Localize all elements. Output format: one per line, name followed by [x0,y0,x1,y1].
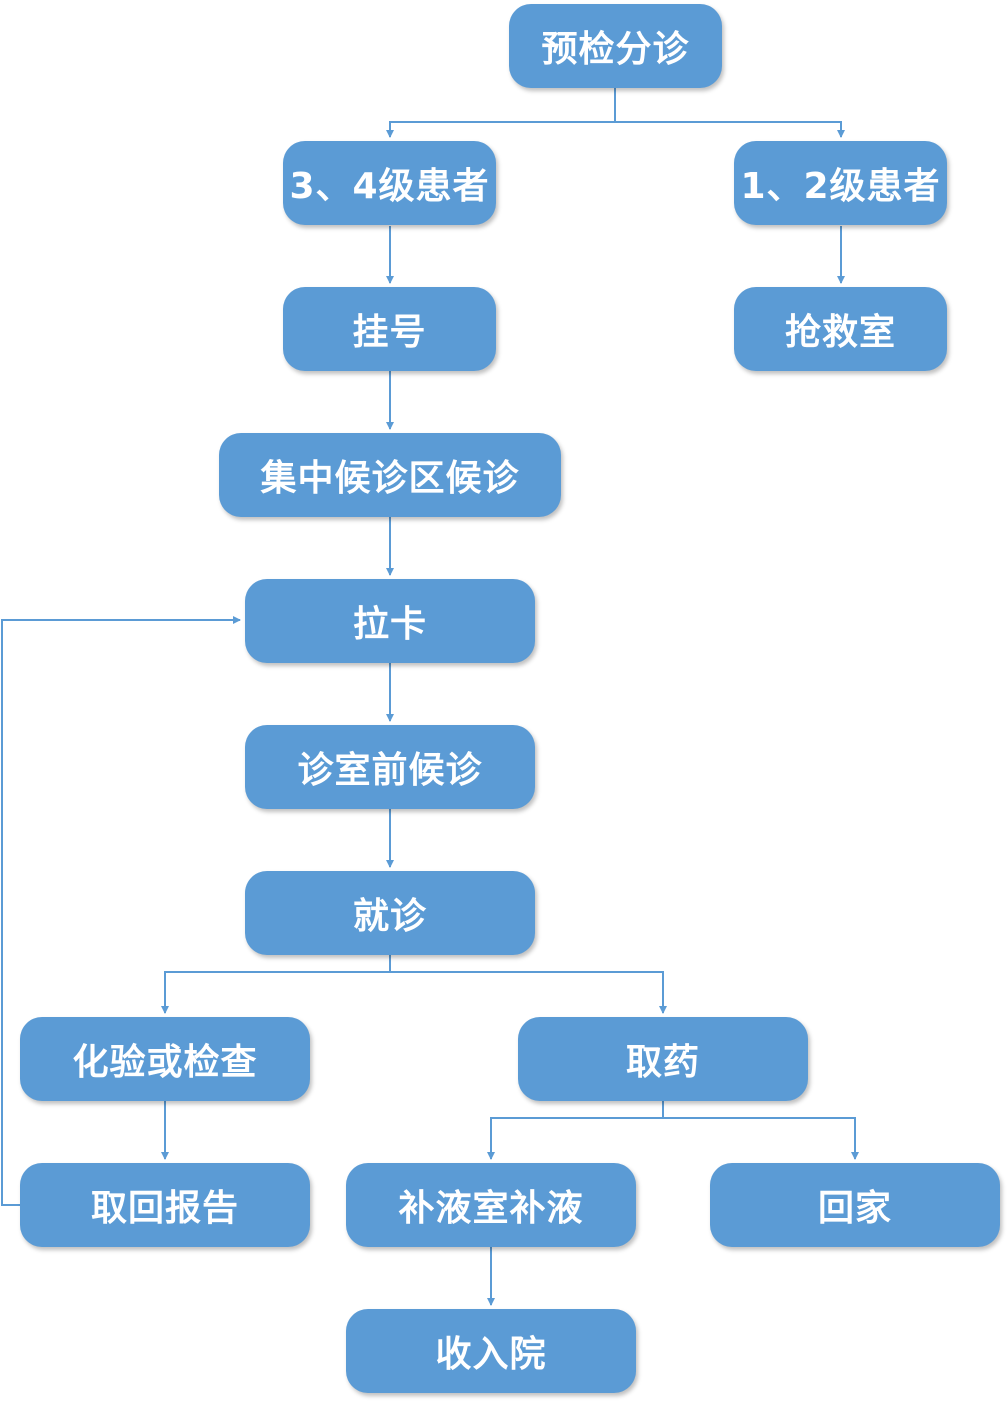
node-card: 拉卡 [245,579,535,663]
node-admit: 收入院 [346,1309,636,1393]
node-level34: 3、4级患者 [283,141,496,225]
edge-consult-to-medicine [390,971,667,1014]
edge-triage-split [386,88,616,138]
node-register: 挂号 [283,287,496,371]
edge-medicine-to-infusion [487,1101,664,1160]
node-report: 取回报告 [20,1163,310,1247]
edge-medicine-to-home [663,1117,859,1160]
node-medicine: 取药 [518,1017,808,1101]
node-lab: 化验或检查 [20,1017,310,1101]
node-home: 回家 [710,1163,1000,1247]
edge-report-to-card [1,616,241,1206]
node-rescue: 抢救室 [734,287,947,371]
node-waiting-area: 集中候诊区候诊 [219,433,561,517]
node-infusion: 补液室补液 [346,1163,636,1247]
node-room-wait: 诊室前候诊 [245,725,535,809]
node-triage: 预检分诊 [509,4,722,88]
node-level12: 1、2级患者 [734,141,947,225]
edge-consult-to-lab [161,955,391,1014]
edge-triage-to-level12 [615,121,845,138]
node-consult: 就诊 [245,871,535,955]
